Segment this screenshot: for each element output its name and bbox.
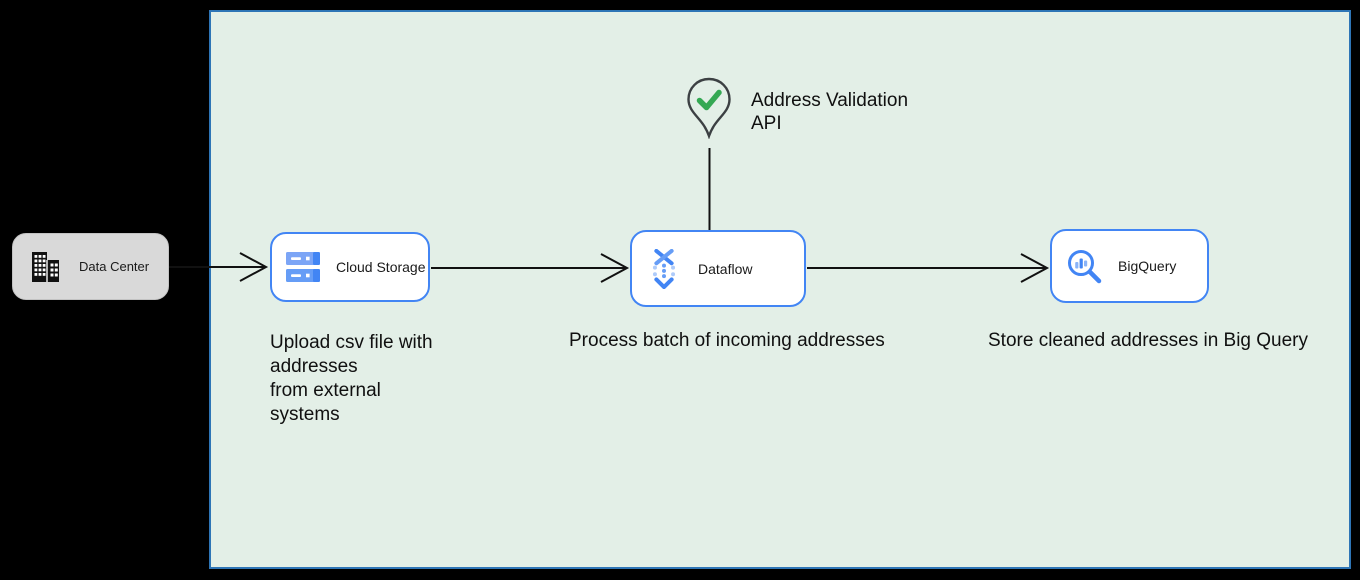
address-validation-pin-icon: [686, 77, 732, 140]
cloud-storage-icon: [286, 252, 320, 282]
caption-bigquery: Store cleaned addresses in Big Query: [988, 330, 1309, 351]
node-data-center: Data Center: [12, 233, 169, 300]
map-pin-outline: [687, 77, 731, 140]
dataflow-icon: [646, 248, 682, 289]
caption-dataflow: Process batch of incoming addresses: [569, 330, 885, 351]
node-label: BigQuery: [1118, 258, 1177, 274]
caption-cloud-storage: Upload csv file with addresses from exte…: [270, 332, 433, 425]
bigquery-icon: [1066, 248, 1102, 284]
building-icon: [27, 249, 63, 285]
data-center-label: Data Center: [79, 259, 150, 274]
check-icon: [696, 89, 722, 111]
node-label: Dataflow: [698, 260, 753, 277]
node-bigquery: BigQuery: [1050, 229, 1209, 303]
node-cloud-storage: Cloud Storage: [270, 232, 430, 302]
api-label: Address Validation API: [751, 90, 909, 134]
node-dataflow: Dataflow: [630, 230, 806, 307]
node-label: Cloud Storage: [336, 259, 426, 275]
